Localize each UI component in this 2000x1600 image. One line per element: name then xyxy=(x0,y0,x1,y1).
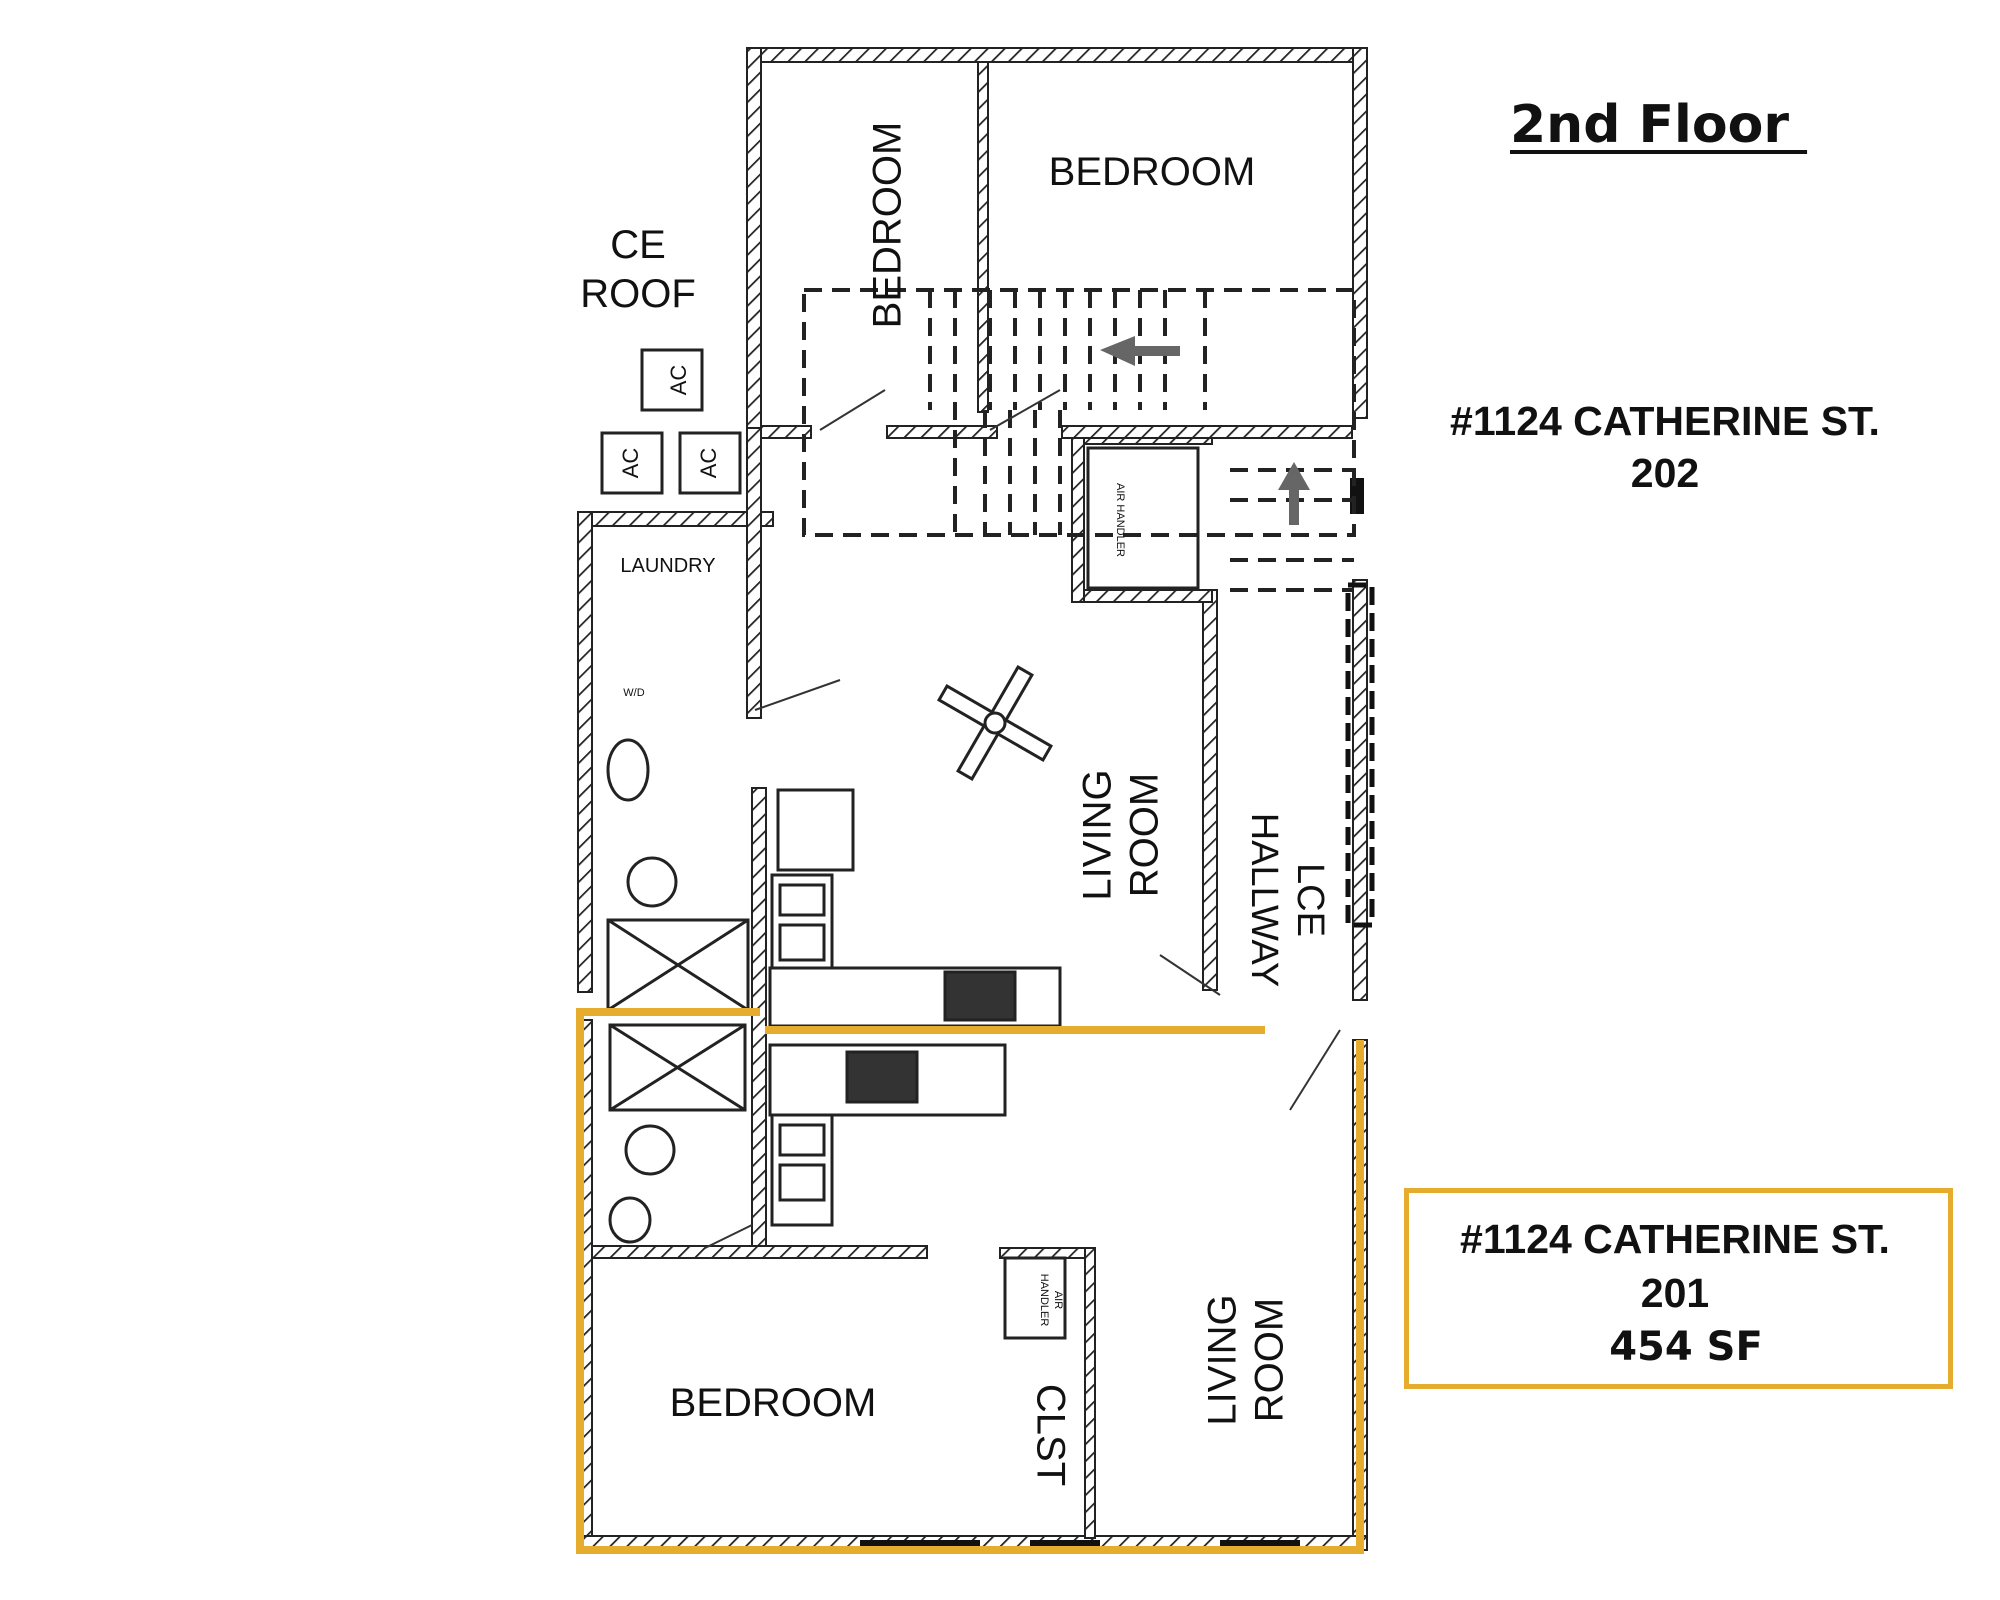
unit-202-label: #1124 CATHERINE ST. 202 xyxy=(1420,395,1910,499)
arrow-left-icon xyxy=(1100,336,1180,366)
unit-202-number: 202 xyxy=(1630,450,1700,496)
sink-icon xyxy=(608,1196,652,1244)
label-living-room-upper-1: LIVING xyxy=(1076,769,1120,900)
stairs xyxy=(802,288,1356,592)
fixtures-upper xyxy=(606,738,1062,1028)
unit-201-number: 201 xyxy=(1640,1270,1710,1316)
floor-title: 2nd Floor xyxy=(1510,95,1808,155)
label-air-handler-upper: AIR HANDLER xyxy=(1114,483,1126,557)
air-handler-upper xyxy=(1086,446,1200,590)
label-ce: CE xyxy=(610,223,666,267)
ceiling-fan-icon xyxy=(936,664,1054,782)
ac-label-2: AC xyxy=(618,448,643,479)
label-bedroom-top-left: BEDROOM xyxy=(866,122,910,329)
label-bedroom-bottom: BEDROOM xyxy=(670,1381,877,1425)
sink-icon xyxy=(606,738,650,802)
ac-units xyxy=(600,348,742,495)
unit-202-address: #1124 CATHERINE ST. xyxy=(1450,398,1880,444)
ac-label-3: AC xyxy=(696,448,721,479)
arrow-up-icon xyxy=(1278,462,1310,525)
label-air-handler-lower-2: HANDLER xyxy=(1038,1274,1050,1327)
toilet-icon xyxy=(624,1124,676,1176)
label-living-room-upper-2: ROOM xyxy=(1123,773,1167,897)
ac-label-1: AC xyxy=(666,365,691,396)
fixtures-lower xyxy=(608,1023,1067,1340)
unit-201-area: 454 SF xyxy=(1609,1324,1763,1370)
unit-201-address: #1124 CATHERINE ST. xyxy=(1460,1216,1890,1262)
label-hallway-2: HALLWAY xyxy=(1243,813,1285,988)
door-swings xyxy=(704,389,1341,1249)
unit-201-callout-box xyxy=(1404,1188,1953,1389)
label-hallway-1: LCE xyxy=(1289,863,1331,937)
label-air-handler-lower-1: AIR xyxy=(1052,1291,1064,1309)
label-wd: W/D xyxy=(623,687,644,699)
label-roof: ROOF xyxy=(580,272,696,316)
label-closet: CLST xyxy=(1028,1384,1072,1486)
label-laundry: LAUNDRY xyxy=(620,555,715,577)
toilet-icon xyxy=(626,856,678,908)
label-living-room-lower-2: ROOM xyxy=(1248,1298,1292,1422)
unit-201-outline xyxy=(576,1008,1364,1554)
unit-201-label: #1124 CATHERINE ST. 201 454 SF xyxy=(1430,1212,1920,1374)
label-bedroom-top-right: BEDROOM xyxy=(1049,150,1256,194)
label-living-room-lower-1: LIVING xyxy=(1201,1294,1245,1425)
